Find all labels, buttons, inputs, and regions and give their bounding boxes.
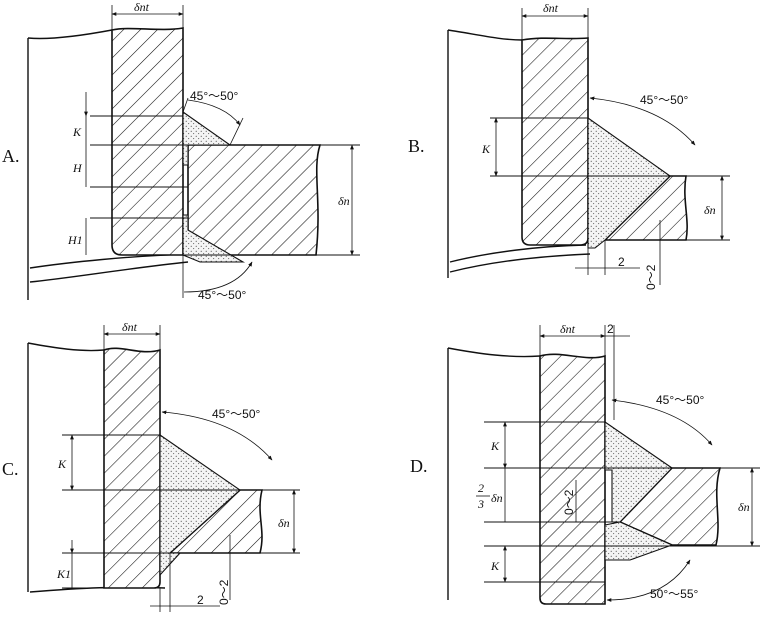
fraction-denominator: 3	[477, 497, 484, 511]
shell-outline	[27, 29, 113, 40]
fraction-numerator: 2	[478, 481, 484, 495]
dim-root: 0～2	[644, 264, 658, 290]
dim-delta-nt: δnt	[134, 0, 150, 14]
fillet-weld	[587, 116, 671, 249]
dim-h1: H1	[67, 233, 83, 247]
dim-delta-n: δn	[278, 516, 290, 530]
dim-root: 0～2	[562, 489, 576, 515]
shell-bottom-curve-inner	[29, 261, 189, 283]
dim-gap-top: 2	[607, 322, 614, 336]
dim-delta-n: δn	[704, 203, 716, 217]
dim-delta-n: δn	[338, 194, 350, 208]
plate-section	[111, 27, 184, 256]
angle-upper: 45°～50°	[190, 89, 238, 103]
dim-gap: 2	[197, 593, 204, 607]
angle-upper: 45°～50°	[656, 393, 704, 407]
lower-fillet-weld	[604, 521, 674, 561]
figure-b-label: B.	[408, 136, 425, 156]
dim-k-lower: K	[490, 559, 500, 573]
figure-c: C. δnt K K1 δn 2 0～2 4	[2, 320, 300, 612]
figure-d-label: D.	[410, 456, 428, 476]
upper-fillet-weld	[182, 110, 232, 166]
dim-delta-nt: δnt	[122, 320, 138, 334]
angle-lower: 50°～55°	[650, 587, 698, 601]
plate-section	[539, 353, 606, 605]
dim-k: K	[57, 457, 67, 471]
fraction-variable: δn	[491, 491, 503, 505]
dim-gap: 2	[618, 255, 625, 269]
dim-k1: K1	[56, 567, 71, 581]
angle-lower: 45°～50°	[198, 288, 246, 302]
dim-h: H	[72, 161, 83, 175]
figure-b: B. δnt K δn 2 0～2 45°～50°	[408, 1, 730, 290]
dim-delta-nt: δnt	[543, 1, 559, 15]
dim-k-upper: K	[490, 439, 500, 453]
figure-d: D. δnt 2 K 2 3 δn K 0～2	[410, 322, 760, 605]
figure-a-label: A.	[2, 146, 20, 166]
dim-k: K	[72, 125, 82, 139]
angle-upper: 45°～50°	[212, 407, 260, 421]
shell-bottom-curve	[29, 253, 189, 269]
plate-section	[103, 347, 161, 589]
dim-k: K	[481, 142, 491, 156]
nozzle-section	[187, 144, 322, 256]
figure-c-label: C.	[2, 459, 19, 479]
angle-upper: 45°～50°	[640, 93, 688, 107]
dim-delta-n: δn	[738, 500, 750, 514]
plate-section	[521, 37, 589, 246]
dim-root: 0～2	[217, 579, 231, 605]
dim-delta-nt: δnt	[560, 322, 576, 336]
figure-a: A. δnt K H H1 δn	[2, 0, 360, 302]
